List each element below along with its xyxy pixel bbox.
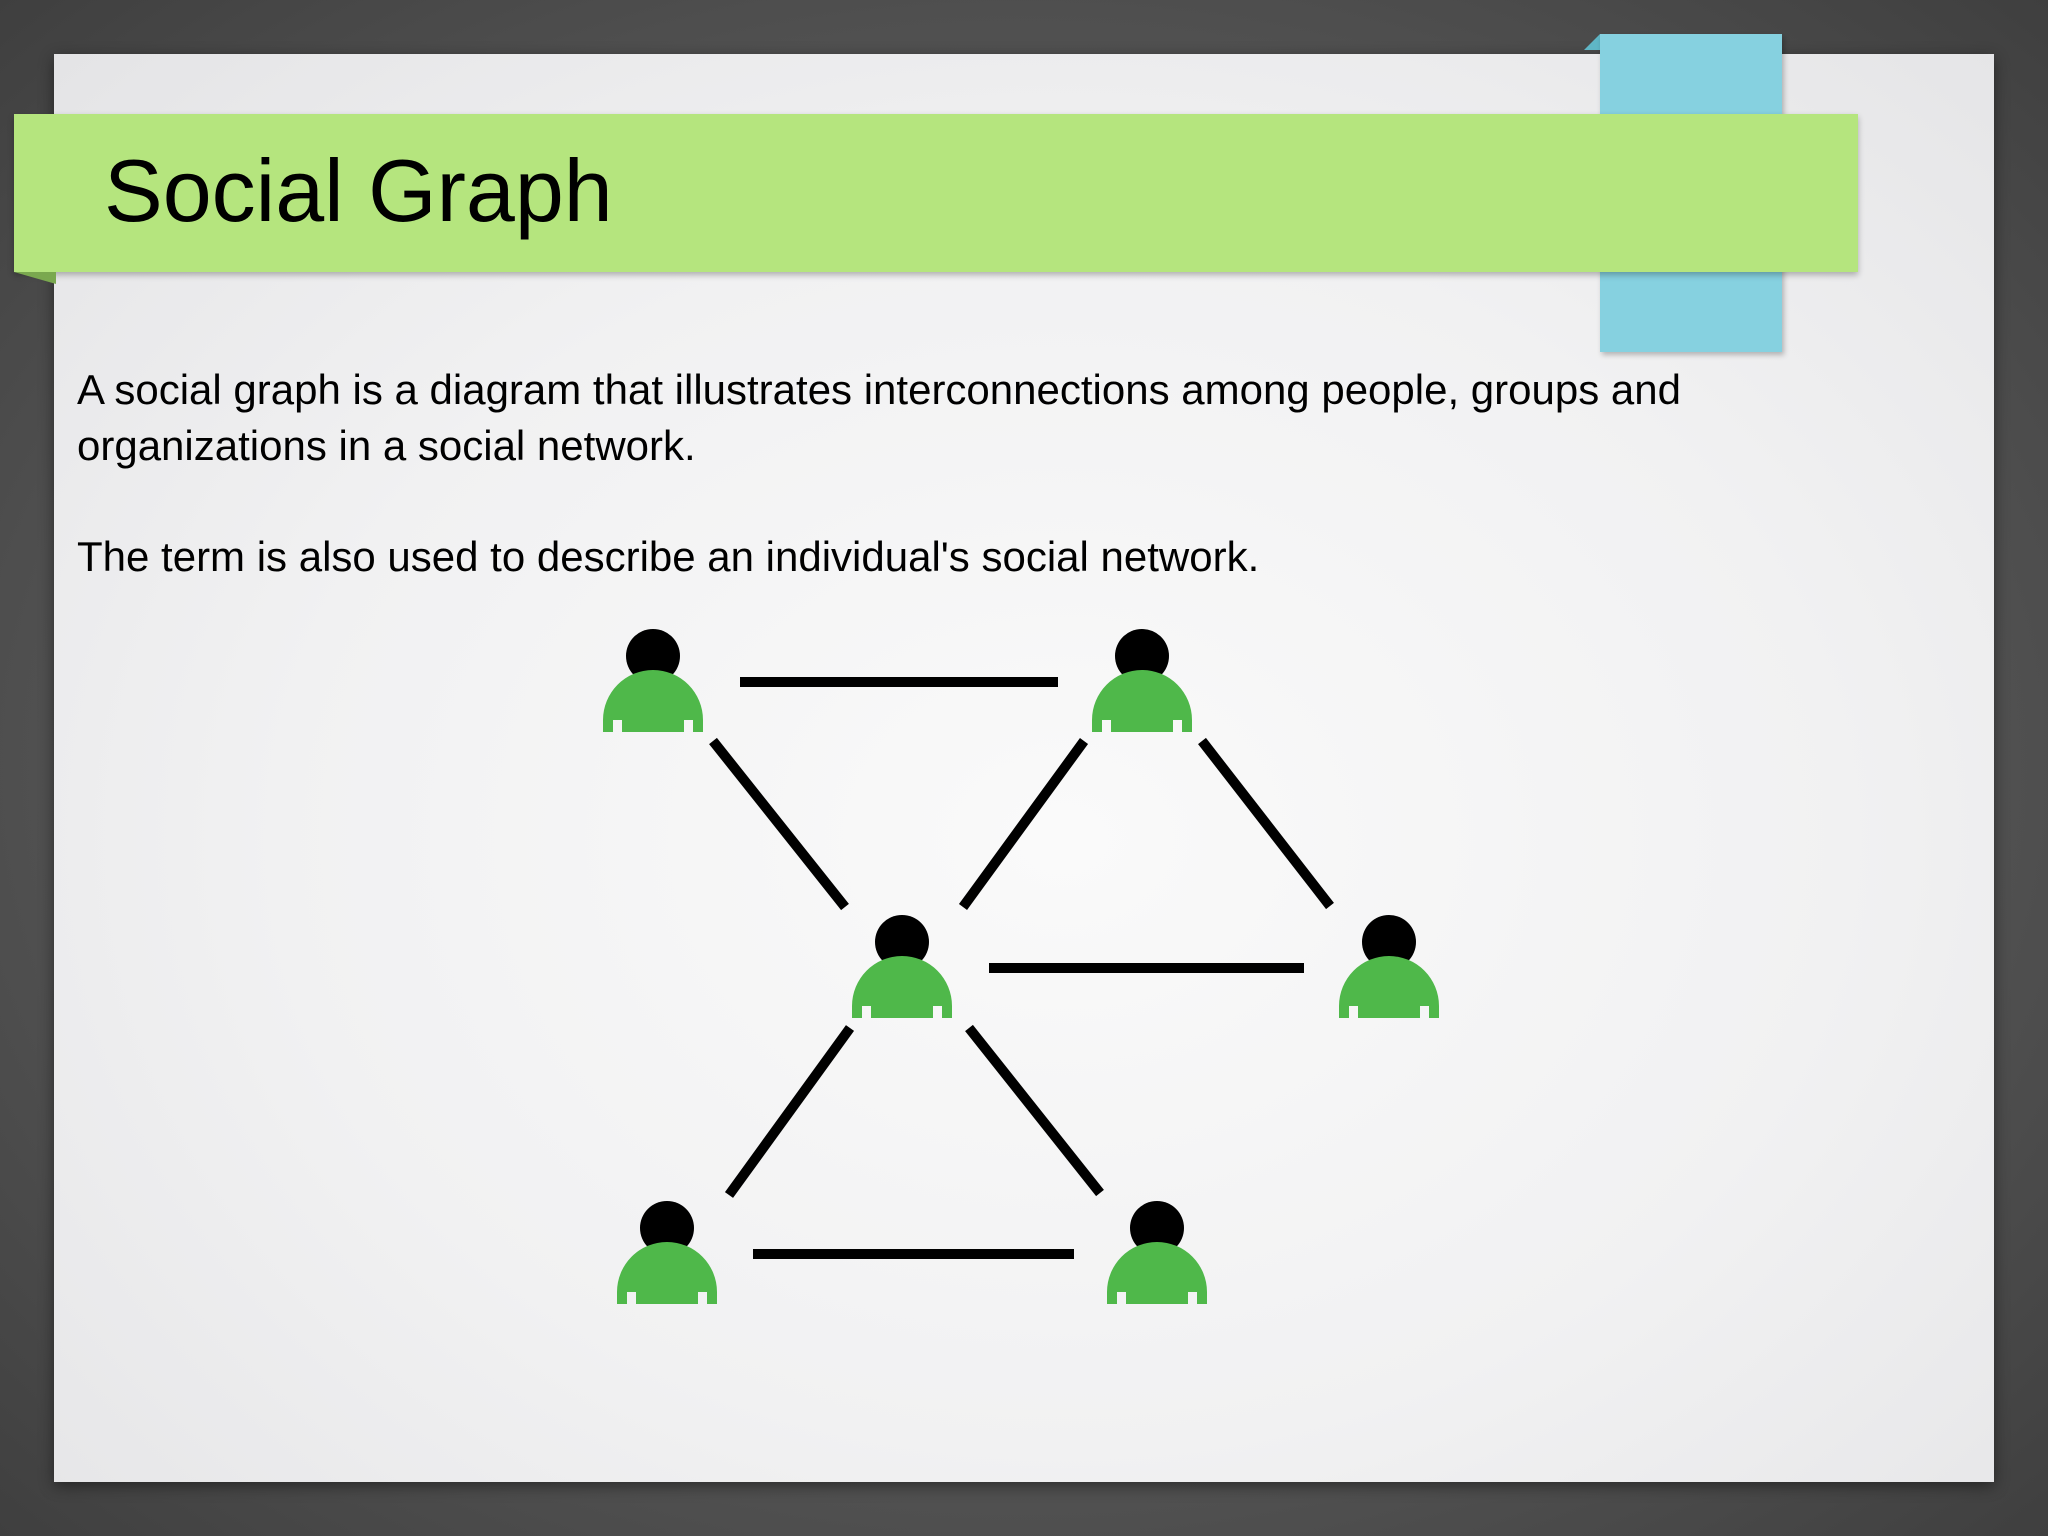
person-icon [617,1201,717,1304]
edge-center-bottom-right [965,1024,1104,1197]
person-icon [1107,1201,1207,1304]
edge-top-left-center [709,737,849,911]
usage-paragraph: The term is also used to describe an ind… [77,533,1260,580]
person-icon [852,915,952,1018]
title-band [14,114,1858,272]
graph-edges [709,677,1334,1259]
person-icon [603,629,703,732]
title-band-fold [14,272,56,284]
slide-title: Social Graph [104,141,613,240]
definition-paragraph: A social graph is a diagram that illustr… [77,366,1681,469]
edge-top-right-center [958,738,1089,910]
edge-center-bottom-left [724,1025,855,1198]
person-icon [1092,629,1192,732]
edge-top-right-right [1198,737,1334,910]
accent-tab-fold [1584,34,1600,50]
person-icon [1339,915,1439,1018]
